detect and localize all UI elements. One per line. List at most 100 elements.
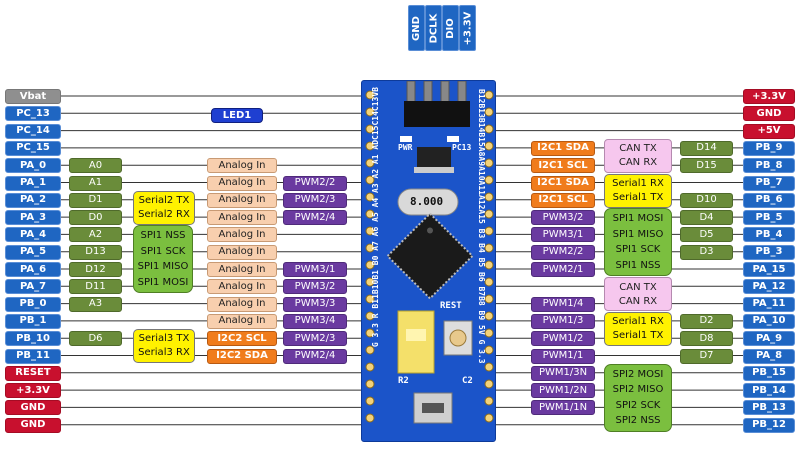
serial1-group: Serial1 RX Serial1 TX	[604, 173, 672, 208]
spi1-left-group-line: SPI1 MISO	[137, 261, 189, 273]
right-pwm-label: PWM1/4	[531, 296, 595, 312]
right-pin-pa10: PA_10	[743, 313, 795, 329]
spi1-right-group-line: SPI1 MISO	[612, 228, 664, 240]
analog-in-label: Analog In	[207, 244, 277, 260]
left-pin-pa1: PA_1	[5, 175, 61, 191]
right-pin-pb5: PB_5	[743, 210, 795, 226]
can-group-line: CAN RX	[618, 157, 658, 169]
left-arduino-label: D0	[69, 210, 122, 226]
spi1-right-group-line: SPI1 SCK	[615, 244, 661, 256]
left-pin-pa0: PA_0	[5, 158, 61, 174]
right-arduino-label: D2	[680, 313, 733, 329]
i2c1-label: I2C1 SCL	[531, 192, 595, 208]
top-pin-label: DIO	[445, 17, 456, 39]
analog-in-label: Analog In	[207, 158, 277, 174]
serial1-group-line: Serial1 TX	[612, 330, 664, 342]
led1-label: LED1	[211, 108, 263, 123]
right-pin-33v: +3.3V	[743, 89, 795, 104]
right-pin-pb15: PB_15	[743, 365, 795, 381]
right-arduino-label: D8	[680, 331, 733, 347]
right-arduino-label: D5	[680, 227, 733, 243]
left-pwm-label: PWM2/3	[283, 331, 347, 347]
right-pwm-label: PWM2/1	[531, 262, 595, 277]
serial2-group-line: Serial2 RX	[138, 209, 190, 221]
stm32-board: G 3.3 R B11B10B1 B0 A7 A6 A5 A4 A3 A2 A1…	[361, 80, 496, 442]
right-pwm-label: PWM1/3	[531, 313, 595, 329]
right-pin-pb4: PB_4	[743, 227, 795, 243]
left-arduino-label: A2	[69, 227, 122, 243]
right-arduino-label: D7	[680, 348, 733, 364]
right-pin-pa12: PA_12	[743, 279, 795, 295]
analog-in-label: Analog In	[207, 210, 277, 226]
left-pin-33v: +3.3V	[5, 383, 61, 399]
can-group: CAN TX CAN RX	[604, 277, 672, 312]
r2-label: R2	[398, 376, 409, 386]
top-pin-3v3: +3.3V	[459, 5, 476, 51]
i2c2-label: I2C2 SCL	[207, 331, 277, 347]
rest-label: REST	[440, 301, 462, 311]
analog-in-label: Analog In	[207, 192, 277, 208]
spi1-left-group-line: SPI1 NSS	[140, 230, 186, 242]
serial3-group-line: Serial3 TX	[138, 333, 190, 345]
left-pwm-label: PWM2/4	[283, 210, 347, 226]
board-art	[365, 81, 494, 424]
left-pwm-label: PWM2/2	[283, 175, 347, 191]
analog-in-label: Analog In	[207, 279, 277, 295]
right-arduino-label: D10	[680, 192, 733, 208]
spi2-group-line: SPI2 NSS	[615, 415, 661, 427]
spi1-left-group-line: SPI1 SCK	[140, 245, 186, 257]
i2c1-label: I2C1 SDA	[531, 175, 595, 191]
right-pin-pb8: PB_8	[743, 158, 795, 174]
left-arduino-label: D12	[69, 262, 122, 277]
serial3-group-line: Serial3 RX	[138, 347, 190, 359]
right-pwm-label: PWM3/1	[531, 227, 595, 243]
right-pwm-label: PWM1/3N	[531, 365, 595, 381]
left-pin-vbat: Vbat	[5, 89, 61, 104]
spi2-group-line: SPI2 MOSI	[612, 368, 664, 380]
right-pin-5v: +5V	[743, 123, 795, 139]
serial1-group-line: Serial1 TX	[612, 191, 664, 203]
left-pin-pa7: PA_7	[5, 279, 61, 295]
serial1-group-line: Serial1 RX	[612, 177, 664, 189]
left-pin-pb1: PB_1	[5, 313, 61, 329]
left-arduino-label: A0	[69, 158, 122, 174]
spi1-right-group-line: SPI1 MOSI	[612, 213, 664, 225]
right-pwm-label: PWM1/2N	[531, 383, 595, 399]
right-pin-pb3: PB_3	[743, 244, 795, 260]
left-arduino-label: A3	[69, 296, 122, 312]
right-pin-pb9: PB_9	[743, 140, 795, 156]
right-arduino-label: D14	[680, 140, 733, 156]
left-pwm-label: PWM3/3	[283, 296, 347, 312]
top-pin-label: DCLK	[428, 13, 440, 43]
left-pin-pa4: PA_4	[5, 227, 61, 243]
pwr-label: PWR	[398, 143, 413, 152]
can-group-line: CAN RX	[618, 295, 658, 307]
right-pwm-label: PWM1/1N	[531, 400, 595, 416]
can-group-line: CAN TX	[619, 143, 657, 155]
analog-in-label: Analog In	[207, 262, 277, 277]
right-pin-gnd: GND	[743, 106, 795, 122]
left-pwm-label: PWM2/4	[283, 348, 347, 364]
left-pin-pa6: PA_6	[5, 262, 61, 277]
spi2-group-line: SPI2 MISO	[612, 384, 664, 396]
pc13-label: PC13	[452, 143, 472, 152]
spi1-left-group-line: SPI1 MOSI	[137, 276, 189, 288]
right-pwm-label: PWM2/2	[531, 244, 595, 260]
board-left-edge-labels: G 3.3 R B11B10B1 B0 A7 A6 A5 A4 A3 A2 A1…	[371, 87, 380, 348]
serial3-group: Serial3 TX Serial3 RX	[133, 329, 195, 364]
left-pwm-label: PWM3/4	[283, 313, 347, 329]
left-arduino-label: A1	[69, 175, 122, 191]
left-pwm-label: PWM3/1	[283, 262, 347, 277]
left-pin-pc15: PC_15	[5, 140, 61, 156]
left-pwm-label: PWM3/2	[283, 279, 347, 295]
right-arduino-label: D4	[680, 210, 733, 226]
c2-label: C2	[462, 376, 473, 386]
right-pwm-label: PWM1/1	[531, 348, 595, 364]
i2c1-label: I2C1 SCL	[531, 158, 595, 174]
right-arduino-label: D3	[680, 244, 733, 260]
can-group-line: CAN TX	[619, 281, 657, 293]
left-pin-reset: RESET	[5, 365, 61, 381]
